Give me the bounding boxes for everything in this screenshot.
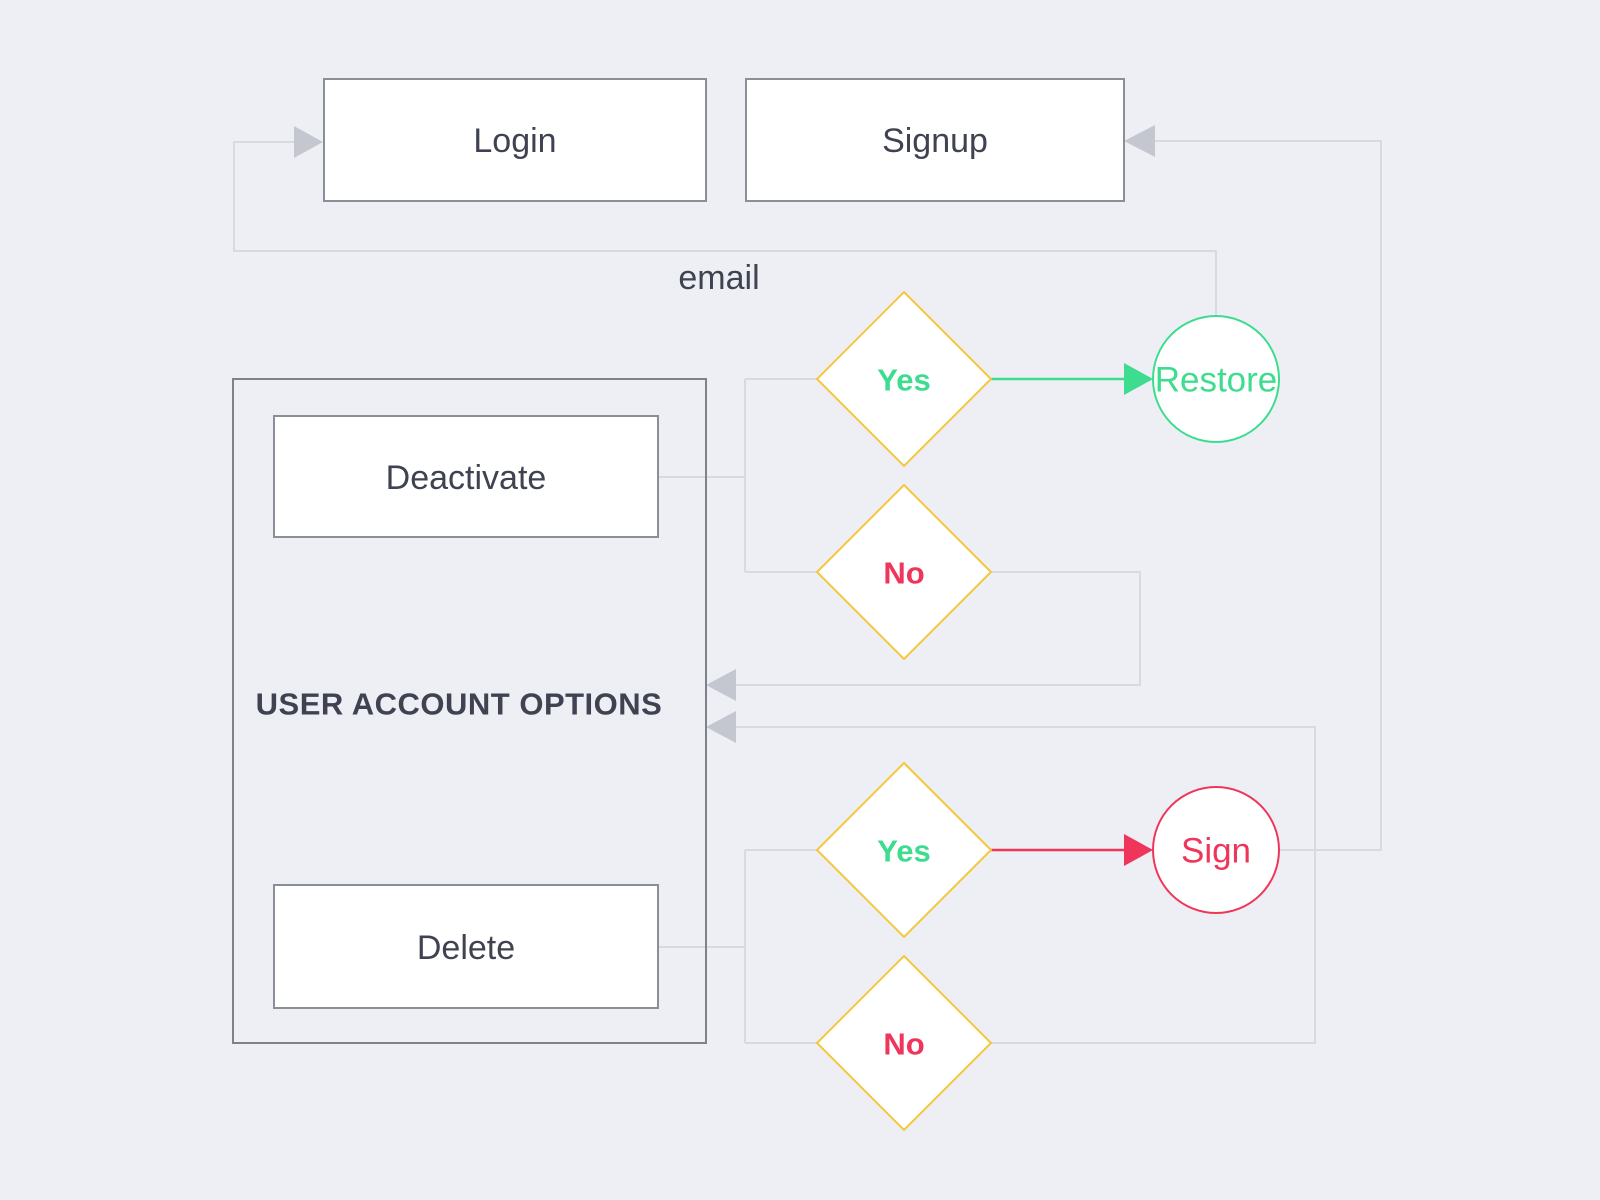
yes-bottom-label: Yes [877,834,930,869]
connector-delete-branch [658,849,817,1044]
sign-circle[interactable] [1152,786,1280,914]
signup-label: Signup [882,122,988,160]
yes-top-label: Yes [877,363,930,398]
arrowhead-icon [1124,125,1155,157]
deactivate-label: Deactivate [386,459,547,497]
connector-line [658,849,817,1044]
sign-label: Sign [1181,832,1251,871]
yes-bottom-diamond[interactable] [815,761,993,939]
connector-deactivate-branch [658,378,817,573]
no-top-diamond[interactable] [815,483,993,661]
signup-box[interactable] [745,78,1125,202]
delete-box[interactable] [273,884,659,1009]
login-label: Login [473,122,556,160]
email-edge-label: email [678,259,759,297]
container-title: USER ACCOUNT OPTIONS [256,687,663,722]
yes-top-diamond[interactable] [815,290,993,468]
arrowhead-icon [706,669,736,701]
arrowhead-icon [706,711,736,743]
connector-line [233,141,1217,316]
arrowhead-icon [1124,834,1153,866]
deactivate-box[interactable] [273,415,659,538]
user-account-options-container[interactable] [232,378,707,1044]
delete-label: Delete [417,929,515,967]
restore-label: Restore [1155,361,1278,400]
connector-yes-top-to-restore [991,363,1153,395]
connector-no-bottom-to-container [706,711,1316,1044]
no-top-label: No [883,556,924,591]
restore-circle[interactable] [1152,315,1280,443]
connector-line [736,726,1316,1044]
connector-sign-to-signup [1124,125,1382,851]
no-bottom-diamond[interactable] [815,954,993,1132]
arrowhead-icon [1124,363,1153,395]
login-box[interactable] [323,78,707,202]
connector-line [736,571,1141,686]
no-bottom-label: No [883,1027,924,1062]
connector-line [1155,140,1382,851]
connector-restore-to-login [233,126,1217,316]
connector-line [658,378,817,573]
connector-yes-bottom-to-sign [991,834,1153,866]
arrowhead-icon [294,126,323,158]
connector-no-top-to-container [706,571,1141,701]
